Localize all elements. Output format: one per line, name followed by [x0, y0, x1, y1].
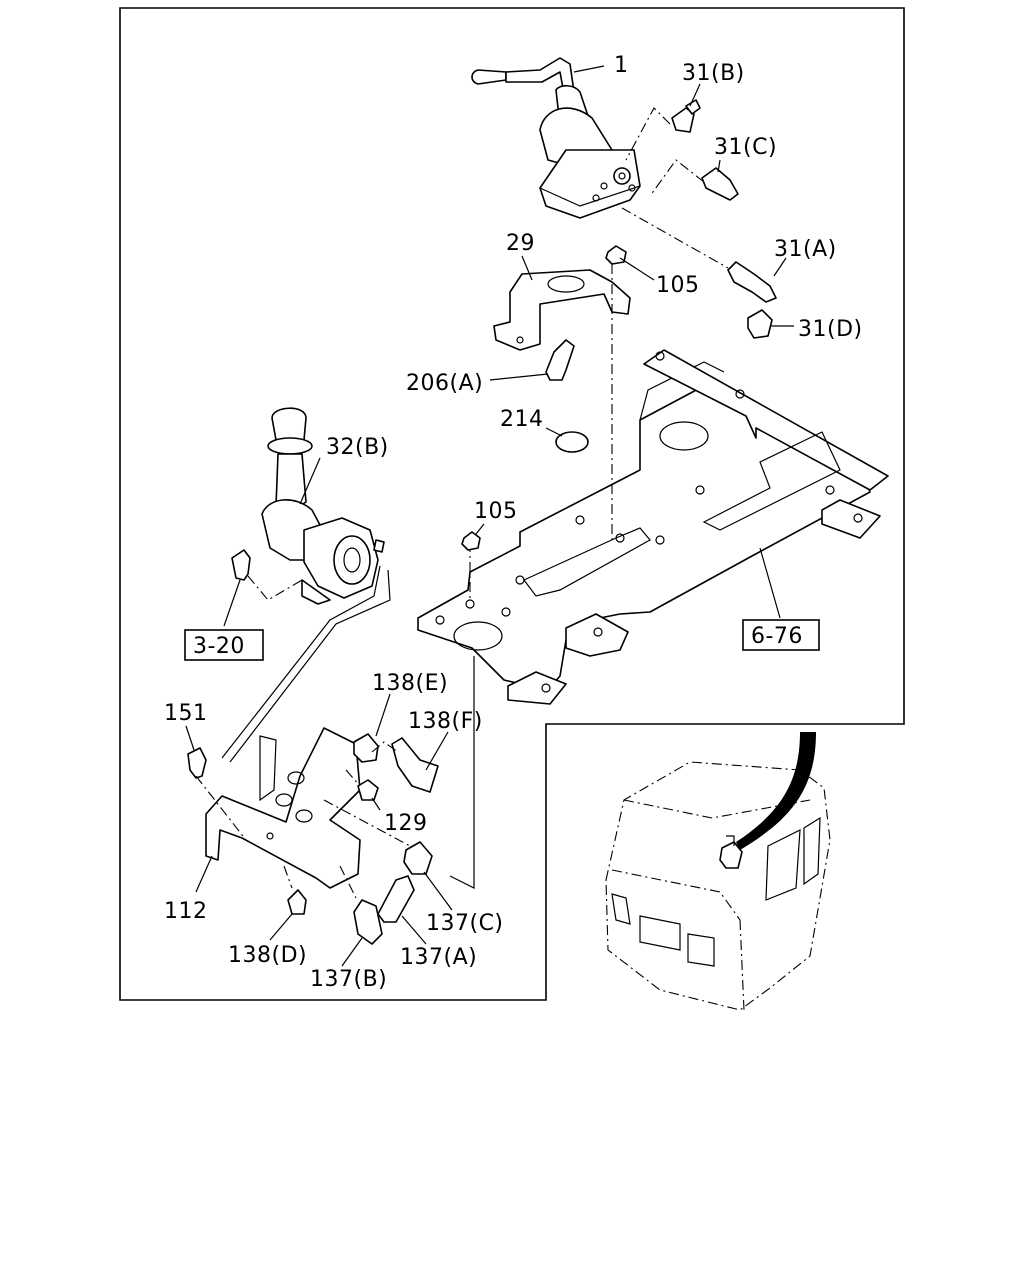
- leader-138e: [375, 693, 391, 737]
- leader-31b: [689, 83, 701, 107]
- leader-dash-137c: [323, 799, 411, 847]
- leader-3-20: [223, 579, 241, 627]
- label-part-129: 129: [384, 811, 428, 836]
- leader-137c: [423, 871, 453, 911]
- leader-dash-151: [195, 775, 247, 841]
- bolt-206a: [545, 339, 575, 381]
- fitting-31b: [625, 99, 701, 161]
- label-part-1: 1: [614, 53, 629, 78]
- label-ref-3-20: 3-20: [193, 634, 245, 659]
- leader-dash-137b: [339, 865, 357, 899]
- leader-31c: [717, 159, 721, 173]
- label-part-137b: 137(B): [310, 967, 387, 992]
- leader-105-mid: [475, 523, 485, 535]
- nut-105-top: [605, 245, 627, 265]
- washer-129: [357, 779, 379, 801]
- label-part-206a: 206(A): [406, 371, 483, 396]
- leader-31a: [773, 257, 787, 277]
- pipe-line-2: [229, 569, 391, 763]
- fitting-137a: [377, 875, 415, 923]
- leader-32b: [299, 457, 321, 505]
- leader-6-76: [759, 547, 781, 619]
- bolt-151: [187, 747, 207, 779]
- label-part-31a: 31(A): [774, 237, 837, 262]
- label-part-105-mid: 105: [474, 499, 518, 524]
- base-plate: [417, 349, 889, 705]
- diagram-frame: [119, 7, 905, 1001]
- leader-dash-valve: [247, 575, 303, 601]
- leader-dash-138f: [371, 741, 399, 753]
- nut-105-mid: [461, 531, 481, 551]
- label-part-112: 112: [164, 899, 208, 924]
- fitting-138e: [353, 733, 379, 763]
- cab-inset-drawing: [605, 732, 831, 1011]
- label-part-32b: 32(B): [326, 435, 389, 460]
- fitting-137c: [403, 841, 433, 875]
- leader-dash-129: [345, 769, 361, 787]
- fitting-31d: [747, 309, 773, 339]
- bracket-112: [205, 727, 361, 889]
- bracket-29: [493, 269, 631, 351]
- leader-137a: [401, 915, 427, 945]
- fitting-138f: [391, 737, 439, 793]
- leader-138f: [425, 731, 449, 771]
- ref-box-6-76: [742, 619, 820, 651]
- label-part-29: 29: [506, 231, 535, 256]
- leader-214: [545, 427, 563, 437]
- connector-line-plate: [449, 656, 475, 889]
- fitting-31c: [649, 159, 739, 201]
- bolt-3-20: [231, 549, 251, 581]
- fitting-31a: [621, 207, 777, 303]
- label-part-31b: 31(B): [682, 61, 745, 86]
- label-part-31d: 31(D): [798, 317, 863, 342]
- leader-29: [521, 255, 533, 281]
- fitting-138d: [287, 889, 307, 915]
- label-part-137c: 137(C): [426, 911, 504, 936]
- label-part-138f: 138(F): [408, 709, 483, 734]
- leader-129: [371, 797, 381, 811]
- leader-206a: [489, 373, 549, 381]
- leader-112: [195, 855, 213, 893]
- pipe-line-1: [221, 565, 381, 759]
- shift-lever-assembly: [471, 57, 641, 219]
- fitting-137b: [353, 899, 383, 945]
- plug-214: [555, 431, 589, 453]
- label-part-138e: 138(E): [372, 671, 448, 696]
- label-part-214: 214: [500, 407, 544, 432]
- label-part-138d: 138(D): [228, 943, 307, 968]
- label-part-151: 151: [164, 701, 208, 726]
- label-ref-6-76: 6-76: [751, 624, 803, 649]
- leader-1: [573, 65, 605, 73]
- leader-138d: [269, 913, 293, 941]
- label-part-105-top: 105: [656, 273, 700, 298]
- valve-assembly-32b: [261, 407, 385, 605]
- label-part-137a: 137(A): [400, 945, 477, 970]
- leader-137b: [341, 937, 363, 967]
- ref-box-3-20: [184, 629, 264, 661]
- leader-151: [185, 725, 195, 751]
- label-part-31c: 31(C): [714, 135, 777, 160]
- leader-105-top: [619, 257, 655, 281]
- leader-dash-138d: [283, 865, 293, 889]
